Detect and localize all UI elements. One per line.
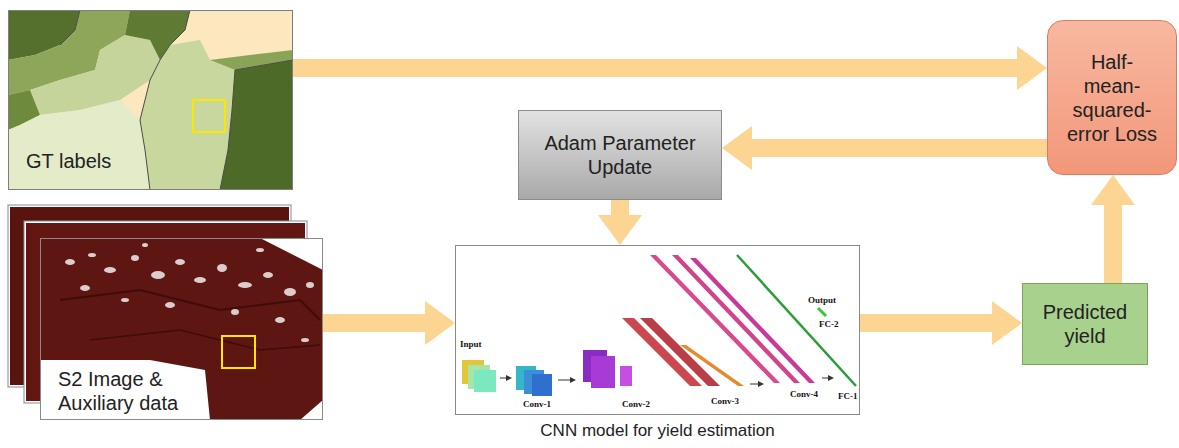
flow-arrow [1104, 205, 1122, 283]
node-text: S2 Image & Auxiliary data [58, 367, 208, 415]
layer-label: Input [460, 340, 482, 349]
loss-box: Half-mean-squared-error Loss [1047, 20, 1177, 175]
satellite-image-stack [8, 205, 323, 420]
layer-label: Conv-2 [622, 400, 650, 409]
node-text: CNN model for yield estimation [456, 421, 859, 441]
output-box: Predicted yield [1022, 283, 1148, 365]
process-box: Adam Parameter Update [518, 110, 722, 200]
layer-label: Output [808, 296, 836, 305]
layer-label: FC-1 [838, 392, 858, 401]
ground-truth-map [8, 10, 293, 190]
flow-arrow [611, 200, 629, 215]
image-panel: S2 Image & Auxiliary data [40, 238, 323, 420]
flow-arrow [293, 59, 1017, 77]
flow-arrow [860, 314, 992, 332]
map-panel: GT labels [8, 10, 293, 190]
node-text: GT labels [26, 149, 111, 173]
flow-arrow [323, 314, 425, 332]
layer-label: Conv-4 [790, 390, 818, 399]
layer-label: Conv-1 [523, 400, 551, 409]
layer-label: FC-2 [819, 320, 839, 329]
node-text: Half-mean-squared-error Loss [1065, 50, 1159, 146]
node-text: Adam Parameter Update [534, 131, 706, 179]
cnn-illustration [462, 255, 856, 396]
flow-arrow [752, 139, 1047, 157]
node-text: Predicted yield [1033, 300, 1137, 348]
layer-label: Conv-3 [711, 397, 739, 406]
